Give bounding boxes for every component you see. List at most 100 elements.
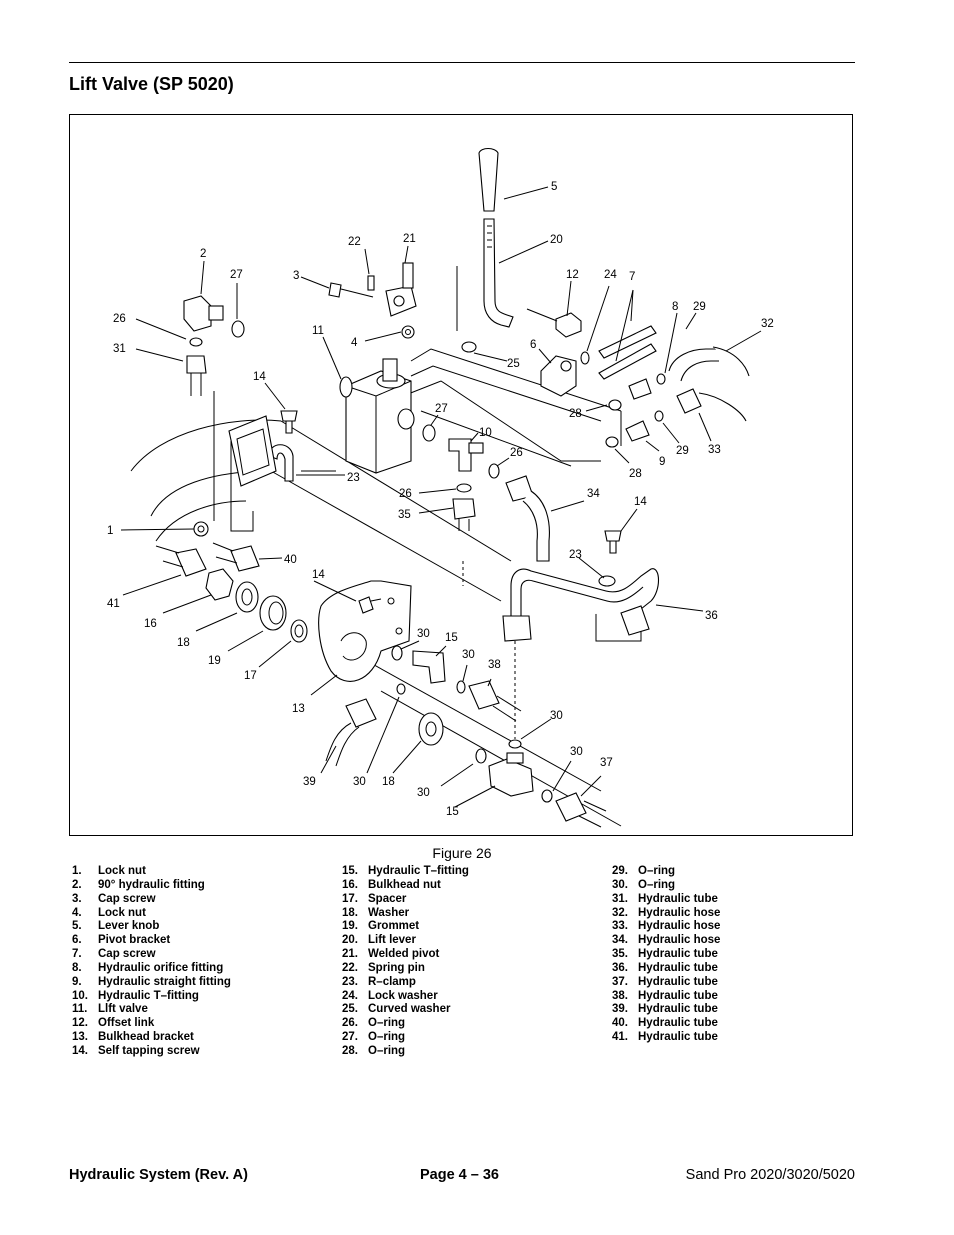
self-tapping-screw-14c <box>358 596 382 614</box>
callout-16: 16 <box>144 618 157 630</box>
parts-list-item: 3.Cap screw <box>72 892 156 905</box>
parts-list-item: 20.Lift lever <box>342 934 416 947</box>
callout-3: 3 <box>293 270 299 282</box>
orifice-fitting-8 <box>628 373 666 400</box>
offset-link-12 <box>526 308 582 338</box>
parts-list-item: 30.O–ring <box>612 878 676 891</box>
callout-29b: 29 <box>676 445 689 457</box>
callout-18b: 18 <box>382 776 395 788</box>
parts-list-item: 11.Llft valve <box>72 1003 148 1016</box>
parts-list-item: 31.Hydraulic tube <box>612 892 718 905</box>
header-rule <box>69 62 855 63</box>
parts-list-item: 10.Hydraulic T–fitting <box>72 989 199 1002</box>
parts-list-item: 1.Lock nut <box>72 865 146 877</box>
straight-fitting-9 <box>625 410 664 442</box>
hydraulic-tube-40 <box>212 542 260 572</box>
parts-list-item: 26.O–ring <box>342 1017 406 1030</box>
chassis-frame <box>130 266 642 827</box>
curved-washer-25 <box>461 341 477 353</box>
lock-washer-24 <box>580 351 590 365</box>
lift-lever <box>483 218 514 328</box>
parts-list-item: 23.R–clamp <box>342 975 416 988</box>
callout-21: 21 <box>403 233 416 245</box>
callout-14a: 14 <box>253 371 266 383</box>
callout-30c: 30 <box>550 710 563 722</box>
callout-27b: 27 <box>435 403 448 415</box>
callout-30e: 30 <box>353 776 366 788</box>
parts-list-item: 38.Hydraulic tube <box>612 989 718 1002</box>
o-ring-30d <box>541 789 553 803</box>
footer-section-name: Hydraulic System (Rev. A) <box>69 1167 248 1183</box>
parts-list-item: 25.Curved washer <box>342 1003 451 1016</box>
hydraulic-hose-34 <box>505 475 550 562</box>
hydraulic-hose-33 <box>676 388 747 422</box>
lock-nut-1 <box>193 521 209 537</box>
callout-35: 35 <box>398 509 411 521</box>
callout-34: 34 <box>587 488 600 500</box>
parts-list-item: 17.Spacer <box>342 892 407 905</box>
parts-list-item: 36.Hydraulic tube <box>612 961 718 974</box>
callout-24: 24 <box>604 269 617 281</box>
callout-37: 37 <box>600 757 613 769</box>
parts-list-item: 12.Offset link <box>72 1017 155 1030</box>
callout-23b: 23 <box>569 549 582 561</box>
callout-18a: 18 <box>177 637 190 649</box>
exploded-diagram-frame: 5 20 2 27 22 21 3 26 31 11 4 14 12 24 7 … <box>69 114 853 836</box>
r-clamp-23a <box>268 444 294 482</box>
lever-knob <box>478 147 499 212</box>
parts-list-item: 39.Hydraulic tube <box>612 1003 718 1016</box>
parts-list-item: 4.Lock nut <box>72 906 146 919</box>
hydraulic-tube-37 <box>555 792 607 828</box>
self-tapping-screw-14b <box>604 530 622 554</box>
parts-list-item: 37.Hydraulic tube <box>612 975 718 988</box>
footer-product-name: Sand Pro 2020/3020/5020 <box>685 1167 855 1183</box>
o-ring-27a <box>231 320 245 338</box>
parts-list-item: 13.Bulkhead bracket <box>72 1031 194 1044</box>
callout-13: 13 <box>292 703 305 715</box>
washer-18a <box>235 581 259 613</box>
parts-list-item: 34.Hydraulic hose <box>612 934 721 947</box>
bracket-plate <box>228 415 277 487</box>
callout-29a: 29 <box>693 301 706 313</box>
parts-list-item: 32.Hydraulic hose <box>612 906 721 919</box>
bulkhead-nut-16 <box>205 568 234 601</box>
callout-12: 12 <box>566 269 579 281</box>
cap-screw-3 <box>328 282 374 298</box>
r-clamp-23b <box>598 575 616 587</box>
callout-30b: 30 <box>462 649 475 661</box>
callout-4: 4 <box>351 337 358 349</box>
callout-7: 7 <box>629 271 635 283</box>
callout-26a: 26 <box>113 313 126 325</box>
parts-list-item: 19.Grommet <box>342 920 420 933</box>
self-tapping-screw-14a <box>280 410 298 434</box>
footer-page-number: Page 4 – 36 <box>420 1167 499 1183</box>
callout-1: 1 <box>107 525 113 537</box>
callout-28a: 28 <box>569 408 582 420</box>
callout-36: 36 <box>705 610 718 622</box>
o-ring-30a <box>396 683 406 695</box>
parts-list-item: 21.Welded pivot <box>342 948 440 961</box>
callout-38: 38 <box>488 659 501 671</box>
parts-list-column-3: 29.O–ring 30.O–ring 31.Hydraulic tube 32… <box>612 865 720 1045</box>
hydraulic-tube-38 <box>468 680 522 722</box>
parts-list-item: 15.Hydraulic T–fitting <box>342 865 469 877</box>
exploded-diagram: 5 20 2 27 22 21 3 26 31 11 4 14 12 24 7 … <box>107 147 774 828</box>
callout-22: 22 <box>348 236 361 248</box>
o-ring-30b <box>475 748 487 764</box>
parts-list-item: 28.O–ring <box>342 1044 406 1057</box>
washer-18b <box>418 712 444 746</box>
o-ring-26b <box>456 483 472 493</box>
lift-valve-body <box>339 358 415 474</box>
welded-pivot <box>385 262 417 317</box>
hydraulic-tube-41 <box>155 545 207 577</box>
parts-list-item: 16.Bulkhead nut <box>342 878 441 891</box>
hydraulic-t-fitting-15a <box>391 645 466 694</box>
callout-41: 41 <box>107 598 120 610</box>
callout-26b: 26 <box>510 447 523 459</box>
hydraulic-tube-35 <box>452 498 476 531</box>
callout-23a: 23 <box>347 472 360 484</box>
callout-31: 31 <box>113 343 126 355</box>
hydraulic-hose-32 <box>668 346 750 382</box>
hydraulic-t-fitting-15b <box>488 752 534 797</box>
callout-33: 33 <box>708 444 721 456</box>
